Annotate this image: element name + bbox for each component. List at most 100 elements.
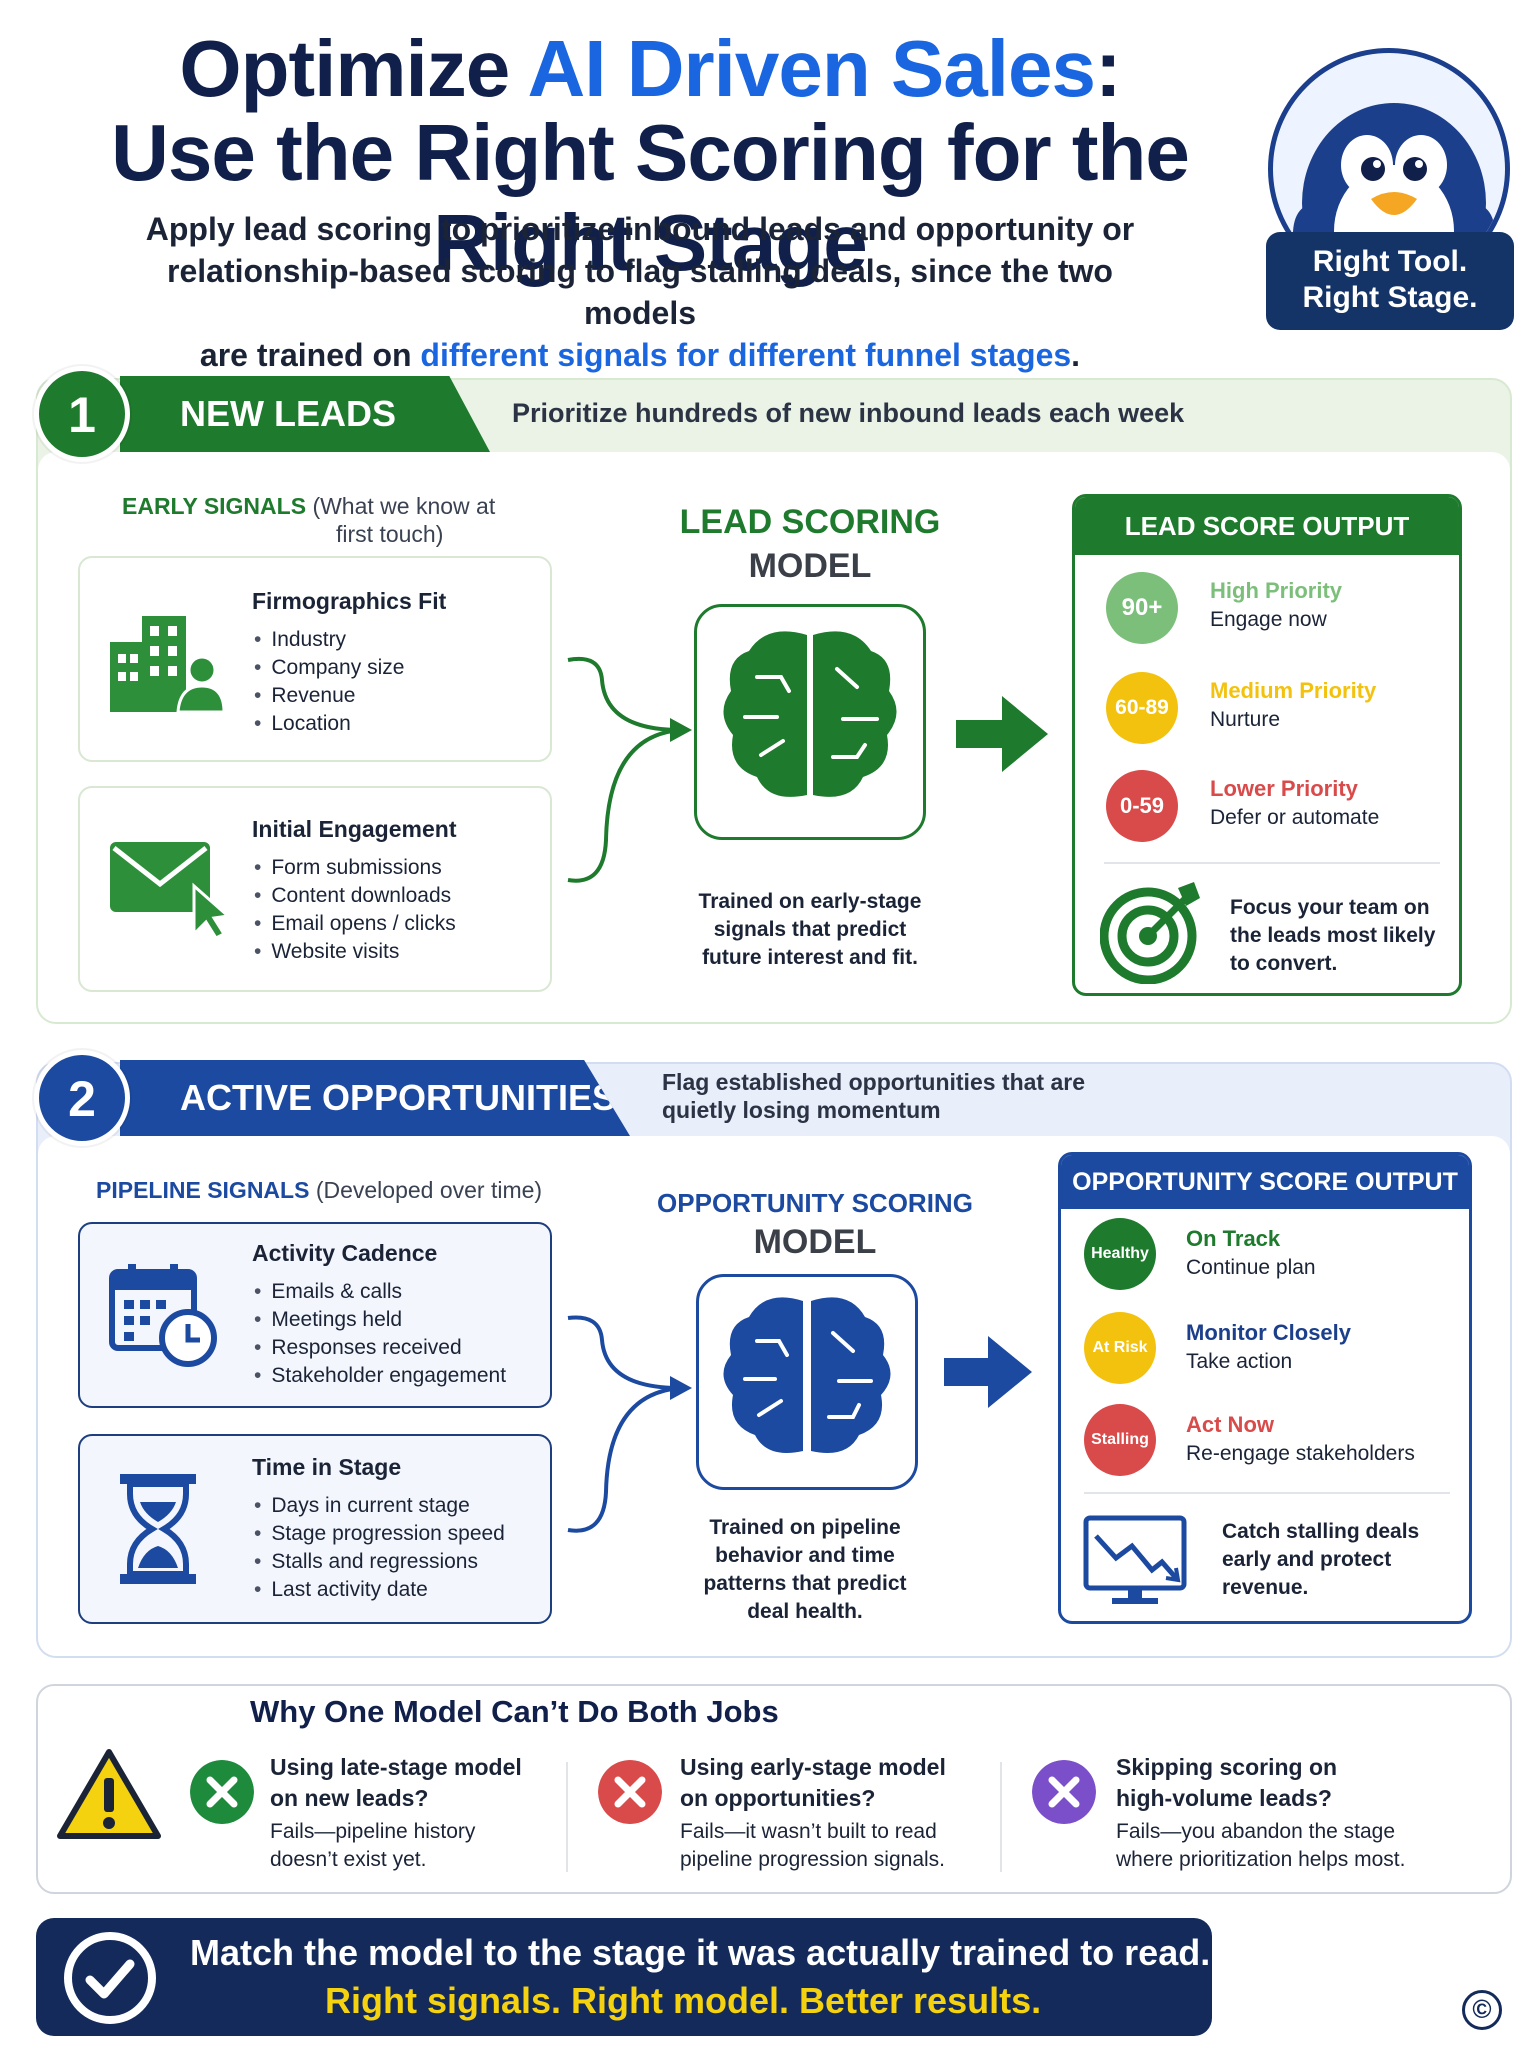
time-in-stage-card: Time in Stage Days in current stage Stag… — [78, 1434, 552, 1624]
list-item: Emails & calls — [254, 1278, 506, 1306]
tier-name-medium: Medium Priority — [1210, 678, 1377, 703]
subtitle-line1: Apply lead scoring to prioritize inbound… — [145, 211, 1135, 247]
early-signals-paren-1: (What we know at — [312, 493, 496, 519]
tier-action-medium: Nurture — [1210, 708, 1281, 731]
tier-name-high: High Priority — [1210, 578, 1343, 603]
declining-chart-monitor-icon — [1083, 1515, 1187, 1604]
badge-line2: Right Stage. — [1302, 281, 1478, 314]
caption-line: signals that predict — [713, 918, 907, 941]
why-item-title: high-volume leads? — [1116, 1785, 1332, 1811]
tier-action-act-now: Re-engage stakeholders — [1186, 1442, 1415, 1465]
section-number-1: 1 — [34, 366, 130, 462]
list-item: Form submissions — [254, 854, 456, 882]
why-one-model-box — [36, 1684, 1512, 1894]
list-item: Last activity date — [254, 1576, 505, 1604]
caption-line: Trained on pipeline — [709, 1516, 901, 1539]
x-circle-icon — [190, 1760, 254, 1824]
focus-line: the leads most likely — [1230, 924, 1436, 947]
list-item: Location — [254, 710, 404, 738]
calendar-clock-icon — [108, 1262, 218, 1373]
subtitle-line3: are trained on different signals for dif… — [110, 334, 1170, 376]
early-signals-heading: EARLY SIGNALS (What we know at first tou… — [122, 492, 542, 548]
why-item-body: Fails—pipeline history — [270, 1820, 476, 1843]
output-divider — [1084, 1492, 1450, 1494]
why-item-2: Using early-stage model on opportunities… — [680, 1752, 946, 1874]
tier-name-low: Lower Priority — [1210, 776, 1358, 801]
lead-scoring-title-2: MODEL — [748, 547, 872, 585]
why-item-body: doesn’t exist yet. — [270, 1848, 427, 1871]
copyright-icon: © — [1462, 1990, 1502, 2030]
why-item-title: Using early-stage model — [680, 1754, 946, 1780]
pipeline-signals-label: PIPELINE SIGNALS — [96, 1177, 310, 1203]
tier-name-act-now: Act Now — [1186, 1412, 1274, 1437]
why-item-body: where prioritization helps most. — [1116, 1848, 1406, 1871]
footer-line1: Match the model to the stage it was actu… — [190, 1932, 1211, 1973]
focus-line: Focus your team on — [1230, 896, 1430, 919]
focus-line: to convert. — [1230, 952, 1338, 975]
why-item-1: Using late-stage model on new leads? Fai… — [270, 1752, 522, 1874]
lead-scoring-title-1: LEAD SCORING — [679, 503, 941, 541]
initial-engagement-title: Initial Engagement — [252, 816, 457, 842]
opportunity-signals-connector-icon — [567, 1315, 692, 1533]
list-item: Content downloads — [254, 882, 456, 910]
section2-description: Flag established opportunities that are … — [662, 1069, 1086, 1123]
title-accent: AI Driven Sales — [527, 24, 1095, 113]
caption-line: behavior and time — [715, 1544, 895, 1567]
office-building-icon — [108, 612, 226, 721]
pipeline-signals-heading: PIPELINE SIGNALS (Developed over time) — [96, 1176, 542, 1204]
target-icon — [1100, 882, 1200, 984]
activity-cadence-list: Emails & calls Meetings held Responses r… — [254, 1278, 506, 1390]
time-in-stage-list: Days in current stage Stage progression … — [254, 1492, 505, 1604]
opportunity-model-box — [696, 1274, 918, 1490]
page-title-line1: Optimize AI Driven Sales: — [20, 24, 1280, 114]
firmographics-list: Industry Company size Revenue Location — [254, 626, 404, 738]
output-divider — [1104, 862, 1440, 864]
why-item-title: Using late-stage model — [270, 1754, 522, 1780]
why-item-title: Skipping scoring on — [1116, 1754, 1338, 1780]
title-part1: Optimize — [179, 24, 528, 113]
initial-engagement-list: Form submissions Content downloads Email… — [254, 854, 456, 966]
caption-line: future interest and fit. — [702, 946, 918, 969]
section-opportunities-ribbon: ACTIVE OPPORTUNITIES — [120, 1060, 630, 1136]
score-dot-low: 0-59 — [1106, 770, 1178, 842]
focus-line: early and protect — [1222, 1548, 1392, 1571]
focus-line: Catch stalling deals — [1222, 1520, 1420, 1543]
list-item: Stakeholder engagement — [254, 1362, 506, 1390]
list-item: Revenue — [254, 682, 404, 710]
initial-engagement-card: Initial Engagement Form submissions Cont… — [78, 786, 552, 992]
list-item: Email opens / clicks — [254, 910, 455, 938]
tier-action-low: Defer or automate — [1210, 806, 1380, 829]
score-dot-at-risk: At Risk — [1084, 1312, 1156, 1384]
tier-action-high: Engage now — [1210, 608, 1327, 631]
footer-line2: Right signals. Right model. Better resul… — [325, 1980, 1042, 2021]
lead-model-caption: Trained on early-stage signals that pred… — [660, 888, 960, 972]
check-circle-icon — [64, 1932, 156, 2024]
why-item-3: Skipping scoring on high-volume leads? F… — [1116, 1752, 1405, 1874]
lead-model-box — [694, 604, 926, 840]
email-cursor-icon — [108, 838, 232, 943]
early-signals-label: EARLY SIGNALS — [122, 493, 307, 519]
score-dot-stalling: Stalling — [1084, 1404, 1156, 1476]
list-item: Company size — [254, 654, 404, 682]
section1-description: Prioritize hundreds of new inbound leads… — [512, 398, 1185, 428]
focus-line: revenue. — [1222, 1576, 1309, 1599]
opportunity-focus-text: Catch stalling deals early and protect r… — [1222, 1518, 1419, 1602]
time-in-stage-title: Time in Stage — [252, 1454, 402, 1480]
badge-line1: Right Tool. — [1312, 245, 1468, 278]
tier-action-monitor: Take action — [1186, 1350, 1293, 1373]
why-item-body: pipeline progression signals. — [680, 1848, 945, 1871]
subtitle: Apply lead scoring to prioritize inbound… — [110, 208, 1170, 376]
page-title-line2: Use the Right Scoring for the Right Stag… — [111, 108, 1190, 287]
firmographics-title: Firmographics Fit — [252, 588, 447, 614]
list-item: Stage progression speed — [254, 1520, 505, 1548]
opportunity-score-output-title: OPPORTUNITY SCORE OUTPUT — [1061, 1155, 1469, 1209]
why-title: Why One Model Can’t Do Both Jobs — [250, 1694, 779, 1729]
opportunity-scoring-title-2: MODEL — [753, 1223, 877, 1261]
list-item: Website visits — [254, 938, 456, 966]
tier-name-on-track: On Track — [1186, 1226, 1281, 1251]
right-tool-badge: Right Tool. Right Stage. — [1266, 232, 1514, 330]
subtitle-line2: relationship-based scoring to flag stall… — [167, 253, 1113, 331]
section-number-2: 2 — [34, 1050, 130, 1146]
caption-line: patterns that predict — [703, 1572, 907, 1595]
opportunity-scoring-title-1: OPPORTUNITY SCORING — [657, 1188, 973, 1218]
